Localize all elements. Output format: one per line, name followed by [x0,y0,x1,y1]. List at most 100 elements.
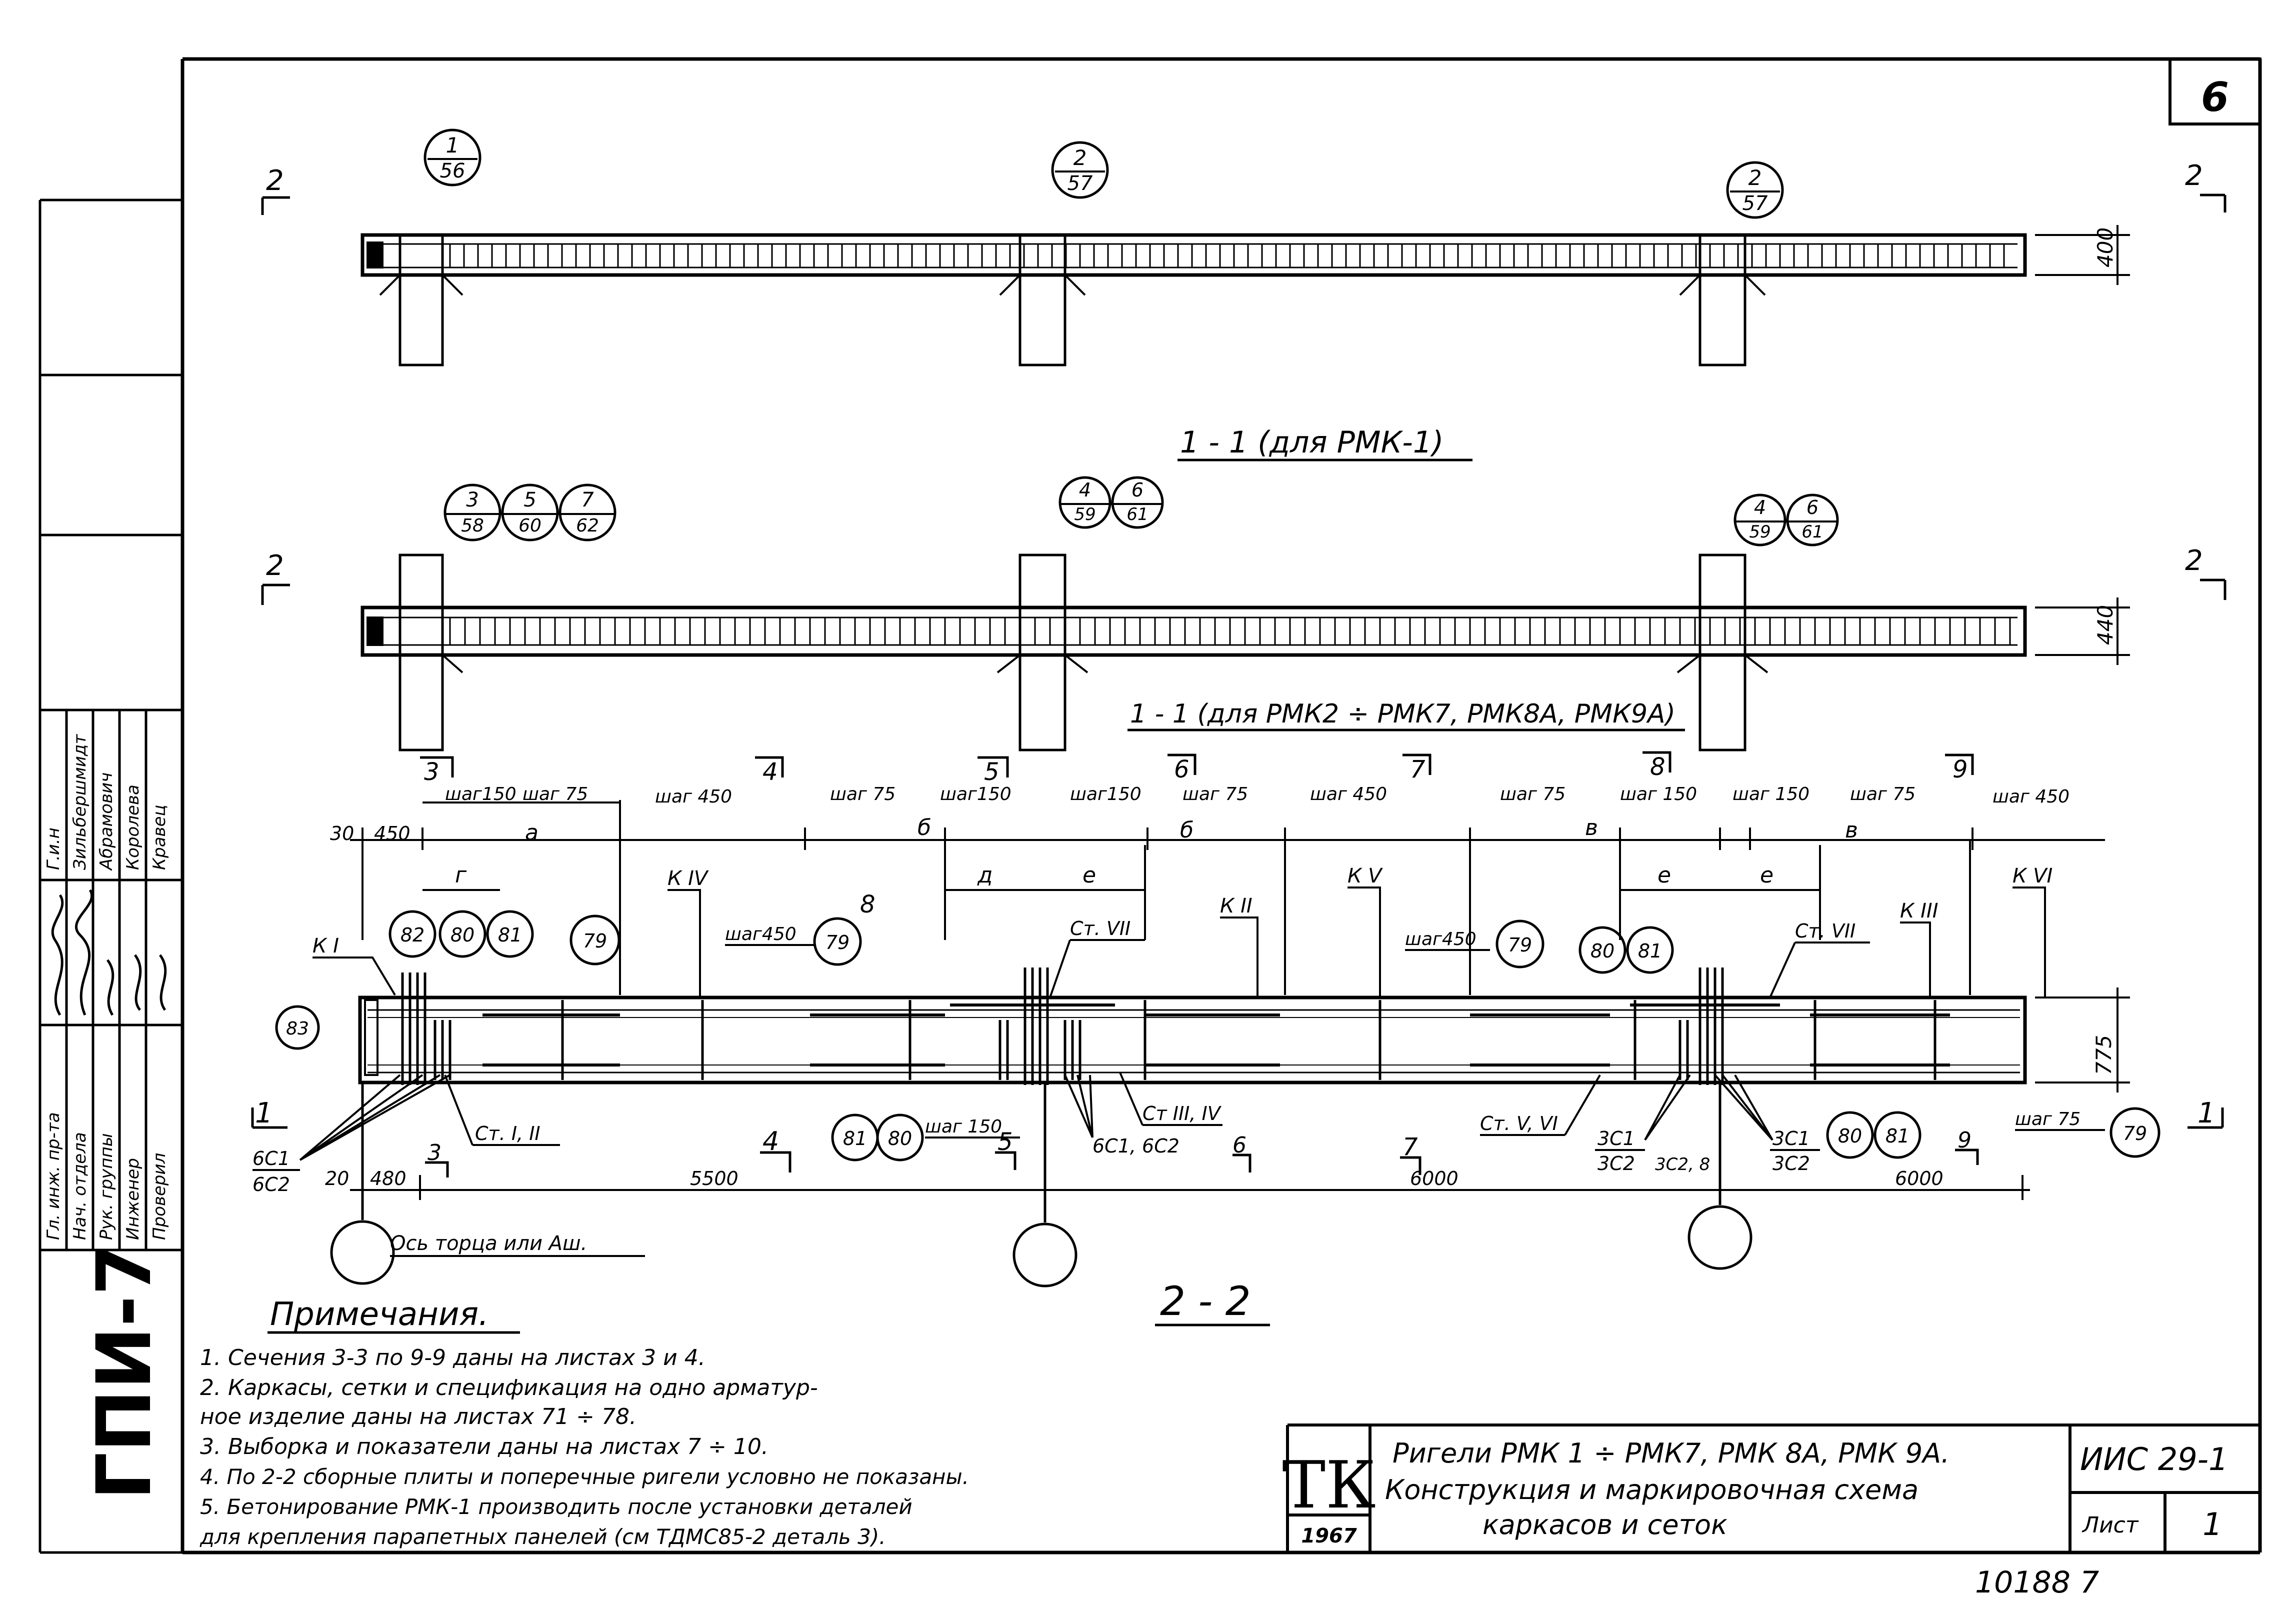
pos-81-b: 81 [1638,940,1662,962]
bottom-code: 10188 7 [1975,1565,2099,1600]
stamp-role-4: Инженер [123,1158,143,1240]
view2-beam [360,554,2027,752]
pitch-150-bottom: шаг 150 [925,1116,1002,1137]
title-year: 1967 [1301,1524,1356,1548]
letter-dim-b1: б [918,815,931,840]
sheet-value: 1 [2202,1506,2222,1542]
view2-callout-2-sheet: 60 [518,516,542,536]
view1-callout-1-sheet: 56 [440,160,466,182]
view2-callout-7-num: 6 [1806,496,1818,518]
pitch-label-4: шаг 75 [830,784,896,804]
letter-dim-e2: е [1658,862,1671,888]
note-7: для крепления парапетных панелей (см ТДМ… [200,1524,886,1549]
pitch-label-1: шаг150 [445,784,516,804]
mesh-label-3c2-b: 3С2 [1772,1152,1810,1174]
section-cut-7: 7 [1410,756,1426,784]
pos-82: 82 [400,924,424,946]
title-line-3: каркасов и сеток [1482,1509,1728,1540]
pitch-label-6: шаг150 [1070,784,1142,804]
section-cut-3: 3 [424,758,440,786]
stamp-roles: Гл. инж. пр-та Нач. отдела Рук. группы И… [44,1112,170,1240]
notes: Примечания. 1. Сечения 3-3 по 9-9 даны н… [200,1296,969,1549]
view1-callout-3-num: 2 [1748,166,1762,190]
view2-callout-2-num: 5 [524,488,536,512]
view1-height-dim [2035,225,2130,285]
letter-dim-g: г [455,862,467,888]
pos-83: 83 [286,1018,309,1039]
view2-height-dim-label: 440 [2093,605,2118,645]
bar-label-3: Ст. I, II [475,1122,540,1144]
pos-80-a: 80 [450,924,474,946]
pitch-label-3: шаг 450 [655,786,732,807]
pos-81-d: 81 [1886,1125,1910,1147]
mesh-label-3c1-a: 3С1 [1598,1128,1635,1150]
letter-dim-e1: е [1082,862,1096,888]
view1-callout-2-sheet: 57 [1068,172,1093,195]
section-cut-5: 5 [984,758,1000,786]
pitch-450-left: шаг450 [725,924,796,944]
letter-dim-e3: е [1760,862,1774,888]
bar-label-4: Ст III, IV [1142,1102,1222,1124]
series-code: ИИС 29-1 [2080,1441,2228,1478]
frame-label-leaders [312,886,2046,998]
note-3: ное изделие даны на листах 71 ÷ 78. [200,1404,636,1430]
view2-title: 1 - 1 (для РМК2 ÷ РМК7, РМК8А, РМК9А) [1130,699,1676,729]
stamp-name-2: Зильбершмидт [70,734,90,870]
axis-note: Ось торца или Аш. [390,1232,587,1255]
signature-scribbles [51,889,167,1016]
pitch-labels: шаг150 шаг 75 шаг 450 шаг 75 шаг150 шаг1… [445,784,2070,807]
view1-callout-2: 2 57 [1051,141,1109,199]
view3-title: 2 - 2 [1160,1278,1251,1324]
pitch-label-9: шаг 75 [1500,784,1566,804]
pitch-75-bottom: шаг 75 [2015,1109,2080,1130]
pos-79-b: 79 [826,932,850,954]
pitch-label-2: шаг 75 [522,784,588,804]
section-cut-8: 8 [1650,753,1666,781]
left-stamp [38,198,182,1554]
stamp-name-4: Королева [123,784,143,870]
view1-callout-1-num: 1 [446,133,460,158]
bar-label-1: Ст. VII [1070,918,1130,940]
stray-8: 8 [860,890,876,918]
bottom-cut-6: 6 [1232,1132,1246,1158]
bottom-dim-2: 480 [370,1168,406,1190]
stamp-name-1: Г.и.н [44,828,64,870]
pos-81-c: 81 [843,1128,867,1150]
view2-callout-4-num: 4 [1079,479,1091,501]
bottom-cut-3: 3 [428,1140,442,1166]
stamp-role-2: Нач. отдела [70,1132,90,1240]
view2-callout-6-sheet: 59 [1749,522,1770,542]
stamp-name-3: Абрамович [96,772,116,871]
view2-callout-6-num: 4 [1754,496,1766,518]
note-4: 3. Выборка и показатели даны на листах 7… [200,1434,768,1460]
pitch-label-12: шаг 75 [1850,784,1916,804]
pos-79-d: 79 [1508,934,1532,956]
view1-callout-3: 2 57 [1726,161,1784,219]
view2-height-dim [2035,598,2130,665]
note-5: 4. По 2-2 сборные плиты и поперечные риг… [200,1464,969,1489]
view2-section-mark-right: 2 [2185,544,2203,577]
stamp-role-1: Гл. инж. пр-та [44,1112,64,1240]
mesh-label-3c1-b: 3С1 [1772,1128,1810,1150]
view3: 775 Ось торца или Аш. 20 480 5500 6000 6… [251,751,2224,1326]
pitch-label-5: шаг150 [940,784,1012,804]
letter-dim-d: д [977,862,992,888]
letter-dim-v1: в [1585,815,1598,840]
view3-height-dim-label: 775 [2092,1035,2116,1075]
view1-section-marks [261,194,2226,215]
bottom-cut-4: 4 [762,1126,779,1156]
section-mark-1 [251,1108,2224,1178]
letter-dim-a: а [525,820,538,846]
mesh-label-6c1-6c2: 6С1, 6С2 [1092,1135,1180,1157]
pitch-label-10: шаг 150 [1620,784,1697,804]
pos-80-c: 80 [888,1128,912,1150]
frame-label-k5: К V [1348,864,1383,888]
view2-section-marks [261,578,2226,605]
view2-callout-5-sheet: 61 [1126,504,1148,524]
bottom-dim-4: 6000 [1410,1168,1458,1190]
view1-section-mark-right: 2 [2185,160,2203,192]
sheet-number: 6 [2201,74,2229,120]
view2-section-mark-left: 2 [266,550,284,582]
bottom-cut-7: 7 [1402,1133,1418,1161]
note-1: 1. Сечения 3-3 по 9-9 даны на листах 3 и… [200,1345,706,1370]
